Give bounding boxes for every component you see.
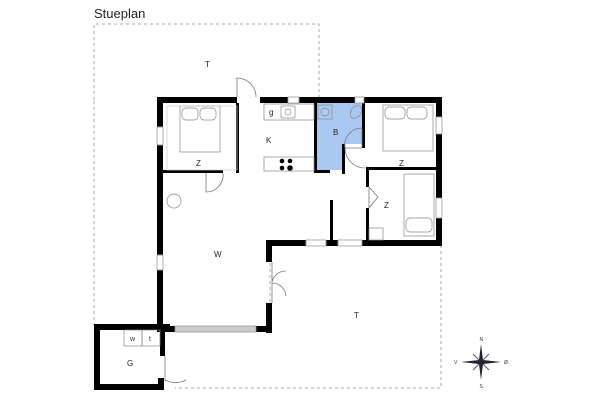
room-label-kitchen: K <box>266 136 272 145</box>
furniture <box>123 103 435 347</box>
compass-east: Ø <box>504 360 508 366</box>
garage-w-label: w <box>129 336 136 343</box>
terrace-outline <box>93 23 442 389</box>
room-label-bathroom: B <box>333 128 338 137</box>
table-icon <box>166 193 182 209</box>
compass-icon: N S Ø V <box>454 337 508 390</box>
kitchen-item-label: g <box>269 108 273 117</box>
garage-t-label: t <box>149 336 151 343</box>
compass-west: V <box>454 360 458 366</box>
sink-icon <box>280 105 296 119</box>
compass-south: S <box>480 384 484 390</box>
windows <box>156 96 443 333</box>
room-label-terrace-bottom: T <box>354 311 359 320</box>
room-label-living: W <box>214 250 222 259</box>
walls <box>94 97 442 390</box>
bed-icon <box>403 173 435 237</box>
bed-icon <box>382 104 434 152</box>
room-label-terrace-top: T <box>205 60 210 69</box>
compass-north: N <box>480 337 484 343</box>
stove-icon <box>279 158 293 171</box>
room-label-bedroom-3: Z <box>384 201 389 210</box>
room-label-bedroom-2: Z <box>399 159 404 168</box>
doors <box>164 77 379 384</box>
room-label-garage: G <box>127 359 133 368</box>
room-label-bedroom-1: Z <box>196 159 201 168</box>
floor-plan-title: Stueplan <box>94 6 146 21</box>
bathroom-floor <box>317 103 362 170</box>
